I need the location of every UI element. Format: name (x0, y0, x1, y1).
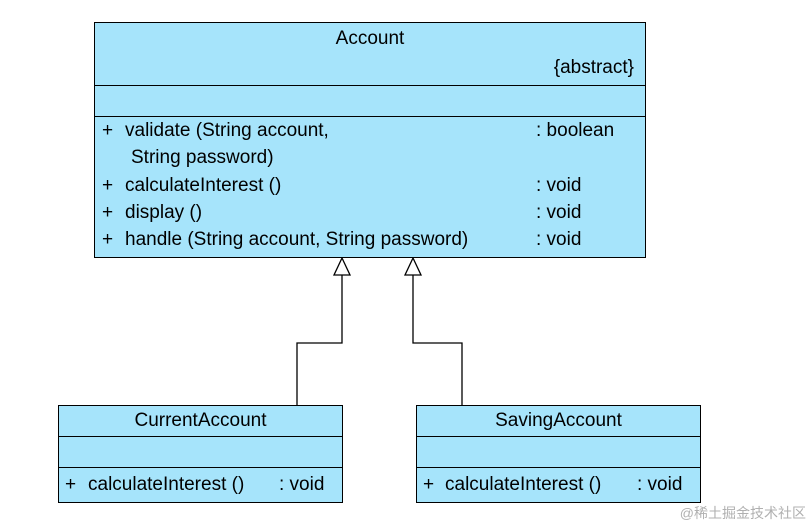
currentaccount-name-compartment: CurrentAccount (59, 406, 342, 437)
operation-signature-continuation: String password) (131, 147, 274, 168)
currentaccount-generalization-arrowhead (332, 256, 352, 276)
watermark: @稀土掘金技术社区 (679, 505, 806, 521)
operation-return-type: : void (536, 175, 582, 196)
operation-visibility: + (102, 175, 114, 196)
account-operations-compartment: + validate (String account, : boolean St… (95, 117, 645, 257)
savingaccount-operations-compartment: + calculateInterest () : void (417, 468, 700, 502)
operation-visibility: + (102, 202, 114, 223)
operation-return-type: : void (536, 202, 582, 223)
operation-signature: validate (String account, (125, 120, 329, 141)
currentaccount-attributes-compartment (59, 437, 342, 468)
savingaccount-class-name: SavingAccount (495, 410, 622, 431)
savingaccount-generalization-arrowhead (403, 256, 423, 276)
operation-visibility: + (65, 474, 77, 495)
currentaccount-class[interactable]: CurrentAccount + calculateInterest () : … (58, 405, 343, 503)
operation-visibility: + (423, 474, 435, 495)
operation-signature: calculateInterest () (445, 474, 602, 495)
account-name-compartment: Account {abstract} (95, 23, 645, 86)
operation-return-type: : void (536, 229, 582, 250)
operation-return-type: : void (279, 474, 325, 495)
operation-return-type: : boolean (536, 120, 615, 141)
operation-signature: display () (125, 202, 203, 223)
savingaccount-name-compartment: SavingAccount (417, 406, 700, 437)
operation-signature: calculateInterest () (88, 474, 245, 495)
operation-signature: handle (String account, String password) (125, 229, 469, 250)
savingaccount-attributes-compartment (417, 437, 700, 468)
operation-signature: calculateInterest () (125, 175, 282, 196)
currentaccount-operations-compartment: + calculateInterest () : void (59, 468, 342, 502)
currentaccount-class-name: CurrentAccount (134, 410, 267, 431)
operation-visibility: + (102, 229, 114, 250)
savingaccount-class[interactable]: SavingAccount + calculateInterest () : v… (416, 405, 701, 503)
operation-return-type: : void (637, 474, 683, 495)
account-attributes-compartment (95, 86, 645, 117)
account-stereotype: {abstract} (553, 57, 634, 78)
savingaccount-generalization-line (412, 275, 463, 405)
account-class-name: Account (335, 28, 405, 49)
currentaccount-generalization-line (296, 275, 343, 405)
account-class[interactable]: Account {abstract} + validate (String ac… (94, 22, 646, 258)
operation-visibility: + (102, 120, 114, 141)
